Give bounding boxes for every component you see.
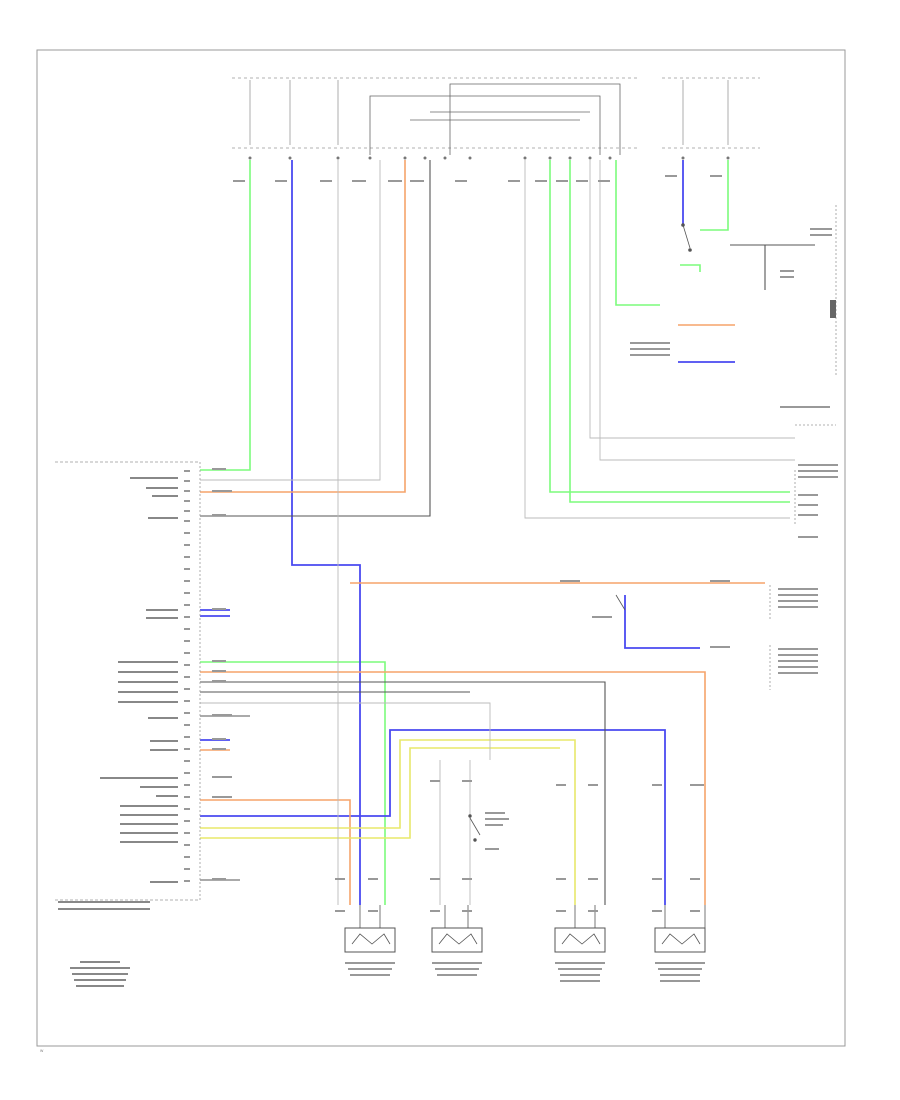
right-component-labels [630, 228, 838, 674]
top-bus-lines [369, 83, 621, 155]
yellow-wires [200, 739, 576, 905]
switch-elements [468, 223, 692, 842]
orange-wires [200, 160, 765, 905]
wheel-speed-sensor-rf [431, 905, 483, 976]
wheel-speed-sensor-lf [344, 905, 396, 976]
connector-pins-top [248, 156, 730, 160]
footer-code: W [40, 1049, 44, 1053]
wire-code-labels [212, 175, 730, 880]
blue-wires [200, 160, 735, 905]
diagram-frame [36, 49, 846, 1047]
wheel-speed-sensor-rr [554, 905, 606, 982]
top-fuse-box [232, 77, 760, 149]
module-pin-numbers [184, 470, 190, 882]
wheel-speed-sensor-lr [654, 905, 706, 982]
module-pin-labels [58, 477, 178, 987]
lightgray-wires [200, 160, 795, 905]
green-wires [200, 160, 790, 905]
sensor-wire-codes [335, 780, 704, 912]
right-connector-bracket [769, 205, 837, 690]
abs-control-module [55, 461, 201, 901]
